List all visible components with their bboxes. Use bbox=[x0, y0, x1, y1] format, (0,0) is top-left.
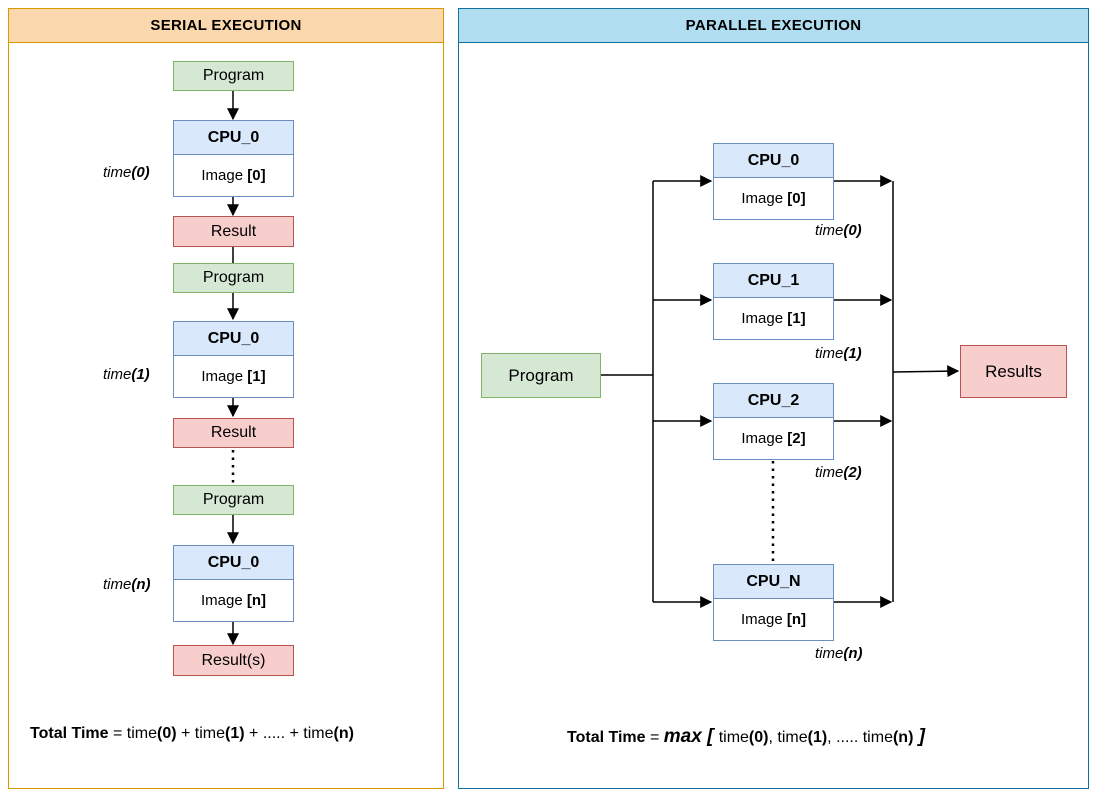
serial-time-prefix-1: time bbox=[103, 366, 132, 383]
parallel-results: Results bbox=[960, 345, 1067, 398]
parallel-time-label-0: time(0) bbox=[815, 222, 862, 239]
serial-formula-plus1: + time bbox=[176, 725, 226, 742]
serial-cpu-block-1: CPU_0 Image [1] bbox=[173, 321, 294, 398]
parallel-formula-i0: (0) bbox=[748, 729, 769, 746]
parallel-image-prefix-0: Image bbox=[741, 189, 784, 207]
serial-cpu-label-0: CPU_0 bbox=[174, 121, 293, 155]
parallel-cpu-block-n: CPU_N Image [n] bbox=[713, 564, 834, 641]
parallel-time-label-n: time(n) bbox=[815, 645, 863, 662]
parallel-image-n: Image [n] bbox=[714, 599, 833, 639]
parallel-image-2: Image [2] bbox=[714, 418, 833, 458]
parallel-formula-i1: (1) bbox=[807, 729, 828, 746]
serial-image-1: Image [1] bbox=[174, 356, 293, 396]
parallel-arrow-to-results bbox=[892, 365, 960, 378]
parallel-image-prefix-2: Image bbox=[741, 429, 784, 447]
serial-time-label-0: time(0) bbox=[103, 164, 150, 181]
parallel-cpu-block-2: CPU_2 Image [2] bbox=[713, 383, 834, 460]
parallel-formula-eq: = bbox=[645, 729, 664, 746]
serial-program-1: Program bbox=[173, 263, 294, 293]
serial-time-prefix-n: time bbox=[103, 576, 132, 593]
parallel-cpu-label-0: CPU_0 bbox=[714, 144, 833, 178]
parallel-image-1: Image [1] bbox=[714, 298, 833, 338]
parallel-time-prefix-n: time bbox=[815, 645, 844, 662]
parallel-cpu-block-1: CPU_1 Image [1] bbox=[713, 263, 834, 340]
serial-formula-dots: + ..... + time bbox=[244, 725, 334, 742]
serial-image-prefix-1: Image bbox=[201, 367, 244, 385]
parallel-time-label-2: time(2) bbox=[815, 464, 862, 481]
serial-formula-eq: = time bbox=[108, 725, 157, 742]
serial-time-index-0: (0) bbox=[131, 164, 150, 181]
serial-formula-label: Total Time bbox=[30, 725, 109, 742]
parallel-execution-panel: PARALLEL EXECUTION bbox=[458, 8, 1089, 789]
parallel-total-time-formula: Total Time = max [ time(0), time(1), ...… bbox=[567, 726, 925, 748]
parallel-time-index-2: (2) bbox=[843, 464, 862, 481]
parallel-cpu-label-1: CPU_1 bbox=[714, 264, 833, 298]
parallel-formula-p0: time bbox=[718, 729, 749, 746]
serial-results-final: Result(s) bbox=[173, 645, 294, 676]
serial-program-0: Program bbox=[173, 61, 294, 91]
parallel-image-index-0: [0] bbox=[787, 189, 806, 207]
serial-formula-tn: (n) bbox=[333, 725, 354, 742]
serial-total-time-formula: Total Time = time(0) + time(1) + ..... +… bbox=[30, 725, 354, 743]
serial-result-1: Result bbox=[173, 418, 294, 448]
parallel-cpu-label-n: CPU_N bbox=[714, 565, 833, 599]
serial-time-label-n: time(n) bbox=[103, 576, 151, 593]
serial-image-n: Image [n] bbox=[174, 580, 293, 620]
parallel-time-index-0: (0) bbox=[843, 222, 862, 239]
serial-image-index-0: [0] bbox=[247, 166, 266, 184]
parallel-time-index-1: (1) bbox=[843, 345, 862, 362]
parallel-formula-open-bracket: [ bbox=[701, 726, 719, 747]
parallel-cpu-block-0: CPU_0 Image [0] bbox=[713, 143, 834, 220]
serial-image-prefix-0: Image bbox=[201, 166, 244, 184]
serial-time-label-1: time(1) bbox=[103, 366, 150, 383]
serial-cpu-label-n: CPU_0 bbox=[174, 546, 293, 580]
serial-image-index-n: [n] bbox=[246, 591, 267, 609]
serial-time-prefix-0: time bbox=[103, 164, 132, 181]
parallel-cpu-label-2: CPU_2 bbox=[714, 384, 833, 418]
serial-execution-panel: SERIAL EXECUTION bbox=[8, 8, 444, 789]
parallel-image-index-2: [2] bbox=[787, 429, 806, 447]
parallel-formula-max: max bbox=[663, 726, 702, 747]
serial-formula-t0: (0) bbox=[157, 725, 177, 742]
parallel-time-prefix-1: time bbox=[815, 345, 844, 362]
parallel-program: Program bbox=[481, 353, 601, 398]
serial-image-index-1: [1] bbox=[247, 367, 266, 385]
serial-image-prefix-n: Image bbox=[200, 591, 243, 609]
serial-result-0: Result bbox=[173, 216, 294, 247]
serial-time-index-n: (n) bbox=[131, 576, 151, 593]
parallel-image-prefix-n: Image bbox=[740, 610, 783, 628]
serial-cpu-label-1: CPU_0 bbox=[174, 322, 293, 356]
parallel-formula-in: (n) bbox=[892, 729, 914, 746]
serial-time-index-1: (1) bbox=[131, 366, 150, 383]
serial-program-n: Program bbox=[173, 485, 294, 515]
parallel-time-label-1: time(1) bbox=[815, 345, 862, 362]
parallel-formula-label: Total Time bbox=[567, 729, 646, 746]
parallel-formula-p2: , ..... time bbox=[827, 729, 893, 746]
serial-panel-header: SERIAL EXECUTION bbox=[9, 9, 443, 43]
parallel-panel-header: PARALLEL EXECUTION bbox=[459, 9, 1088, 43]
parallel-formula-close-bracket: ] bbox=[913, 726, 926, 747]
parallel-time-prefix-0: time bbox=[815, 222, 844, 239]
parallel-time-index-n: (n) bbox=[843, 645, 863, 662]
serial-cpu-block-n: CPU_0 Image [n] bbox=[173, 545, 294, 622]
serial-formula-t1: (1) bbox=[225, 725, 245, 742]
parallel-image-0: Image [0] bbox=[714, 178, 833, 218]
serial-image-0: Image [0] bbox=[174, 155, 293, 195]
parallel-time-prefix-2: time bbox=[815, 464, 844, 481]
parallel-image-index-n: [n] bbox=[786, 610, 807, 628]
parallel-formula-p1: , time bbox=[768, 729, 808, 746]
serial-cpu-block-0: CPU_0 Image [0] bbox=[173, 120, 294, 197]
parallel-image-index-1: [1] bbox=[787, 309, 806, 327]
parallel-image-prefix-1: Image bbox=[741, 309, 784, 327]
